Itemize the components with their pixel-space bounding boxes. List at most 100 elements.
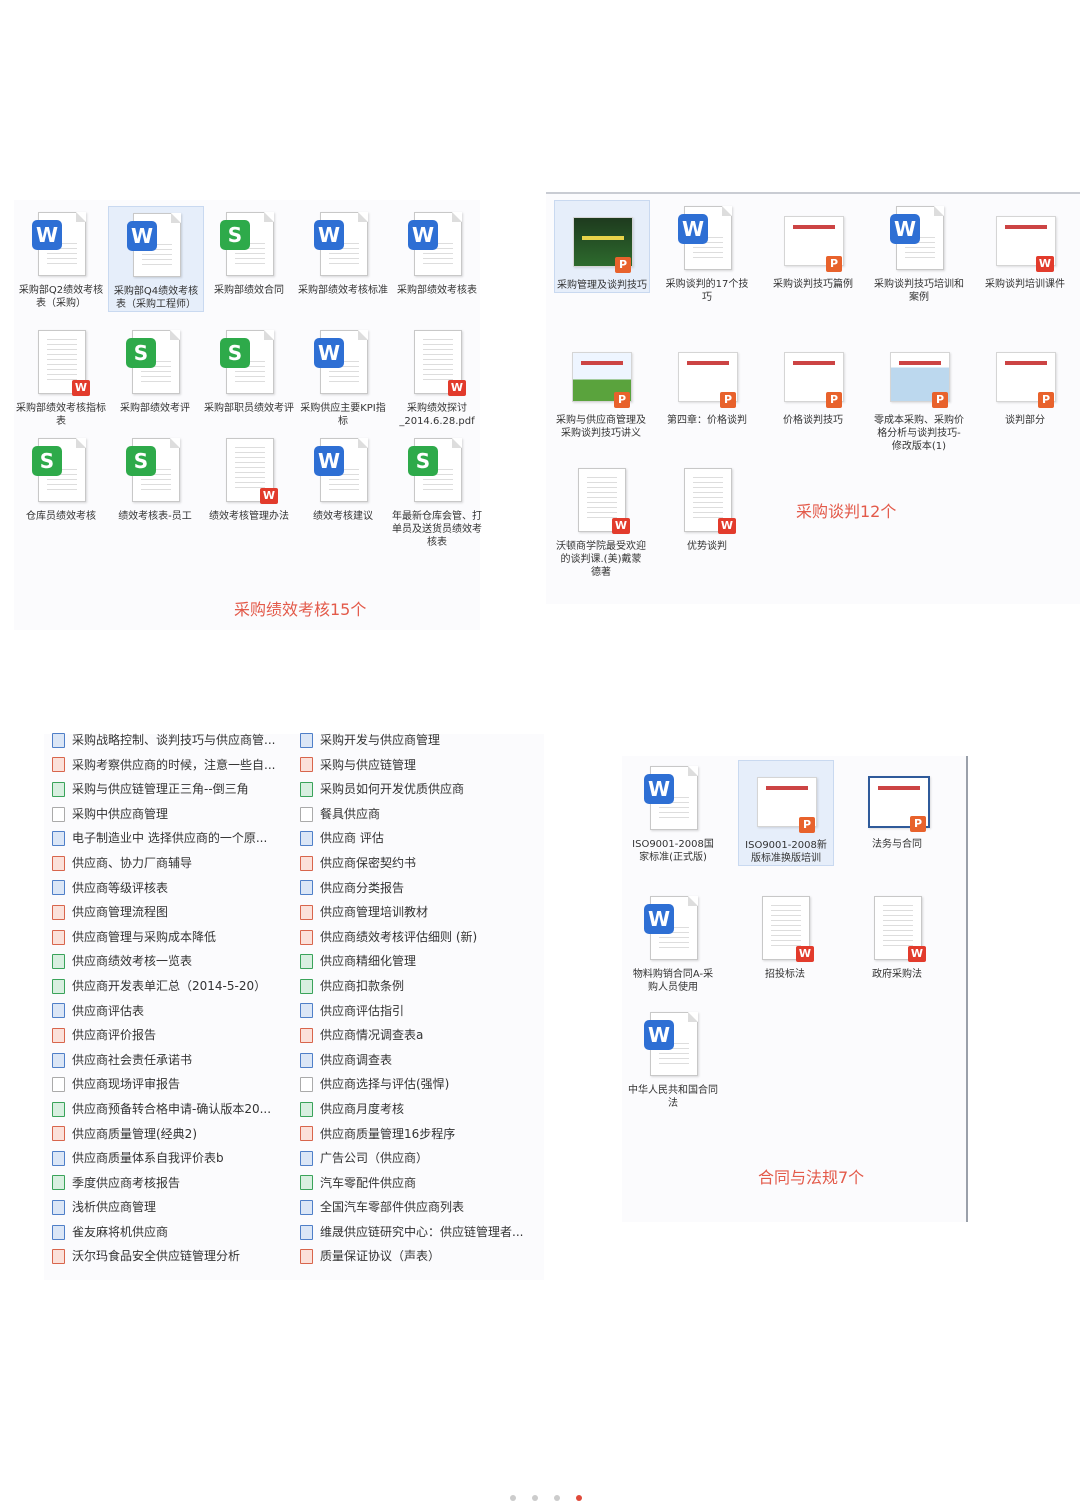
list-item[interactable]: 季度供应商考核报告 bbox=[52, 1171, 292, 1196]
list-item[interactable]: 采购与供应链管理 bbox=[300, 753, 540, 778]
spreadsheet-icon: S bbox=[220, 338, 250, 368]
page-dot[interactable] bbox=[554, 1495, 560, 1501]
list-item[interactable]: 采购开发与供应商管理 bbox=[300, 728, 540, 753]
list-item-label: 电子制造业中 选择供应商的一个原... bbox=[72, 831, 268, 846]
list-item[interactable]: 采购考察供应商的时候，注意一些自... bbox=[52, 753, 292, 778]
list-item[interactable]: 供应商精细化管理 bbox=[300, 949, 540, 974]
list-item[interactable]: 供应商 评估 bbox=[300, 826, 540, 851]
file-name: 采购部绩效考评 bbox=[120, 403, 190, 414]
list-item-label: 采购与供应链管理 bbox=[320, 757, 417, 772]
page-dot[interactable] bbox=[510, 1495, 516, 1501]
list-item[interactable]: 供应商管理培训教材 bbox=[300, 900, 540, 925]
page-indicator[interactable] bbox=[510, 1486, 600, 1501]
file-icon bbox=[300, 1200, 313, 1216]
list-item-label: 供应商绩效考核一览表 bbox=[72, 954, 193, 969]
list-item-label: 浅析供应商管理 bbox=[72, 1200, 157, 1215]
word-icon: W bbox=[32, 220, 62, 250]
list-item[interactable]: 供应商保密契约书 bbox=[300, 851, 540, 876]
list-item[interactable]: 供应商分类报告 bbox=[300, 876, 540, 901]
list-item[interactable]: 供应商选择与评估(强悍) bbox=[300, 1072, 540, 1097]
list-item[interactable]: 供应商质量管理(经典2) bbox=[52, 1122, 292, 1147]
list-item[interactable]: 供应商现场评审报告 bbox=[52, 1072, 292, 1097]
list-item[interactable]: 广告公司（供应商） bbox=[300, 1146, 540, 1171]
list-item-label: 供应商评估表 bbox=[72, 1003, 145, 1018]
list-item[interactable]: 供应商评价报告 bbox=[52, 1023, 292, 1048]
presentation-icon: P bbox=[614, 392, 630, 408]
word-icon: W bbox=[644, 774, 674, 804]
list-item[interactable]: 电子制造业中 选择供应商的一个原... bbox=[52, 826, 292, 851]
list-item[interactable]: 维晟供应链研究中心：供应链管理者... bbox=[300, 1220, 540, 1245]
list-item[interactable]: 供应商社会责任承诺书 bbox=[52, 1048, 292, 1073]
list-item[interactable]: 采购员如何开发优质供应商 bbox=[300, 777, 540, 802]
file-name: 政府采购法 bbox=[872, 969, 922, 980]
list-item[interactable]: 供应商绩效考核一览表 bbox=[52, 949, 292, 974]
list-item[interactable]: 采购与供应链管理正三角--倒三角 bbox=[52, 777, 292, 802]
list-item[interactable]: 供应商绩效考核评估细则 (新) bbox=[300, 925, 540, 950]
list-item[interactable]: 供应商等级评核表 bbox=[52, 876, 292, 901]
file-icon bbox=[300, 757, 313, 773]
list-item-label: 供应商现场评审报告 bbox=[72, 1077, 181, 1092]
word-icon: W bbox=[314, 220, 344, 250]
page-dot[interactable] bbox=[532, 1495, 538, 1501]
list-item[interactable]: 供应商情况调查表a bbox=[300, 1023, 540, 1048]
panel-divider bbox=[966, 756, 968, 1222]
list-item[interactable]: 供应商评估指引 bbox=[300, 999, 540, 1024]
list-item[interactable]: 全国汽车零部件供应商列表 bbox=[300, 1195, 540, 1220]
list-item[interactable]: 供应商质量管理16步程序 bbox=[300, 1122, 540, 1147]
list-item[interactable]: 供应商、协力厂商辅导 bbox=[52, 851, 292, 876]
list-item[interactable]: 雀友麻将机供应商 bbox=[52, 1220, 292, 1245]
list-item[interactable]: 供应商开发表单汇总（2014-5-20） bbox=[52, 974, 292, 999]
list-item[interactable]: 供应商质量体系自我评价表b bbox=[52, 1146, 292, 1171]
list-item[interactable]: 采购战略控制、谈判技巧与供应商管... bbox=[52, 728, 292, 753]
list-item[interactable]: 餐具供应商 bbox=[300, 802, 540, 827]
list-item[interactable]: 浅析供应商管理 bbox=[52, 1195, 292, 1220]
list-item[interactable]: 供应商扣款条例 bbox=[300, 974, 540, 999]
list-item[interactable]: 供应商管理与采购成本降低 bbox=[52, 925, 292, 950]
list-item[interactable]: 采购中供应商管理 bbox=[52, 802, 292, 827]
list-item[interactable]: 供应商管理流程图 bbox=[52, 900, 292, 925]
list-item[interactable]: 供应商评估表 bbox=[52, 999, 292, 1024]
page-dot-active[interactable] bbox=[576, 1495, 582, 1501]
list-item[interactable]: 供应商月度考核 bbox=[300, 1097, 540, 1122]
list-item[interactable]: 质量保证协议（声表） bbox=[300, 1244, 540, 1269]
list-item[interactable]: 沃尔玛食品安全供应链管理分析 bbox=[52, 1244, 292, 1269]
list-item[interactable]: 汽车零配件供应商 bbox=[300, 1171, 540, 1196]
file-name: 采购部绩效考核表 bbox=[397, 285, 477, 296]
list-item[interactable]: 供应商调查表 bbox=[300, 1048, 540, 1073]
list-item[interactable]: 供应商预备转合格申请-确认版本20... bbox=[52, 1097, 292, 1122]
